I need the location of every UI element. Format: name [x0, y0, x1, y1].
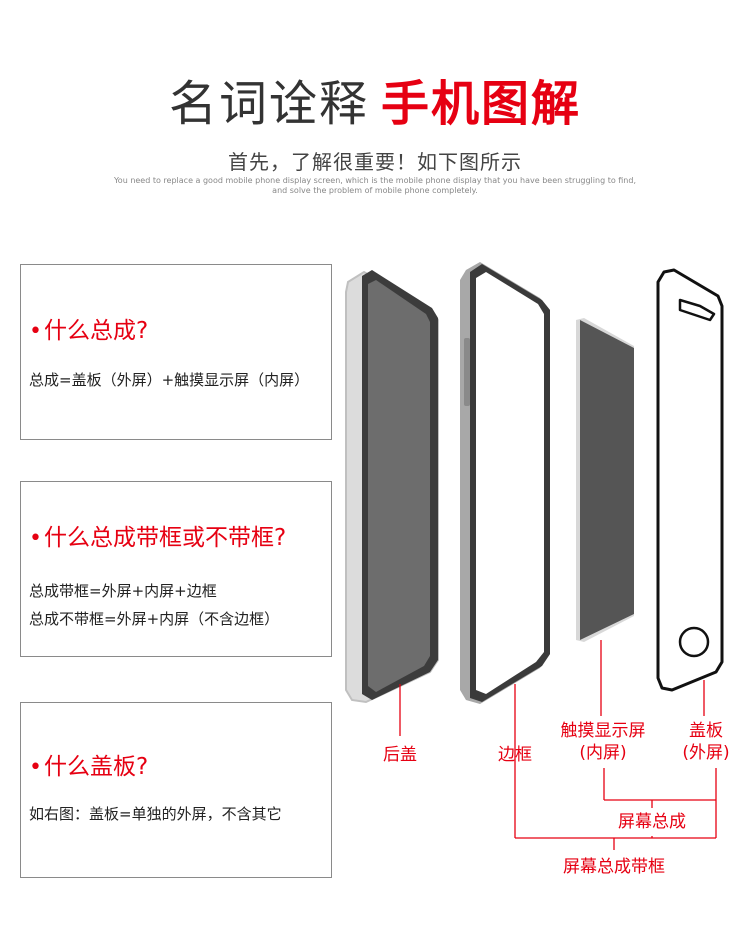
touch-display-part — [576, 318, 634, 642]
earpiece-slot — [678, 298, 716, 322]
info-box-assembly: •什么总成? 总成=盖板（外屏）+触摸显示屏（内屏） — [20, 264, 332, 440]
label-back-cover: 后盖 — [383, 745, 417, 765]
english-caption: You need to replace a good mobile phone … — [100, 176, 650, 196]
bullet-dot: • — [29, 319, 42, 344]
english-line-2: and solve the problem of mobile phone co… — [272, 186, 478, 195]
label-cover: 盖板 (外屏) — [682, 721, 730, 763]
bullet-dot: • — [29, 526, 42, 551]
cover-glass-part — [656, 268, 724, 692]
box-answer: 总成带框=外屏+内屏+边框 — [29, 582, 217, 600]
label-screen-assembly-frame: 屏幕总成带框 — [563, 857, 665, 877]
info-box-frame: •什么总成带框或不带框? 总成带框=外屏+内屏+边框 总成不带框=外屏+内屏（不… — [20, 481, 332, 657]
box-question: •什么总成带框或不带框? — [29, 525, 287, 551]
frame-part — [460, 262, 550, 704]
home-button-hole — [678, 626, 710, 658]
title-red: 手机图解 — [381, 76, 582, 132]
page-title: 名词诠释手机图解 — [0, 74, 750, 134]
back-cover-part — [345, 270, 439, 704]
subtitle: 首先，了解很重要！如下图所示 — [228, 150, 522, 174]
box-answer: 总成不带框=外屏+内屏（不含边框） — [29, 610, 280, 628]
label-screen-assembly: 屏幕总成 — [618, 812, 686, 832]
box-question: •什么盖板? — [29, 754, 149, 780]
box-question: •什么总成? — [29, 318, 149, 344]
info-box-cover: •什么盖板? 如右图：盖板=单独的外屏，不含其它 — [20, 702, 332, 878]
label-touch-display: 触摸显示屏 (内屏) — [560, 721, 646, 763]
bullet-dot: • — [29, 755, 42, 780]
box-answer: 总成=盖板（外屏）+触摸显示屏（内屏） — [29, 371, 310, 389]
title-plain: 名词诠释 — [168, 76, 369, 132]
label-frame: 边框 — [498, 745, 532, 765]
frame-side-button — [464, 338, 470, 406]
box-answer: 如右图：盖板=单独的外屏，不含其它 — [29, 805, 282, 823]
leader-lines — [399, 640, 717, 850]
english-line-1: You need to replace a good mobile phone … — [113, 176, 636, 185]
